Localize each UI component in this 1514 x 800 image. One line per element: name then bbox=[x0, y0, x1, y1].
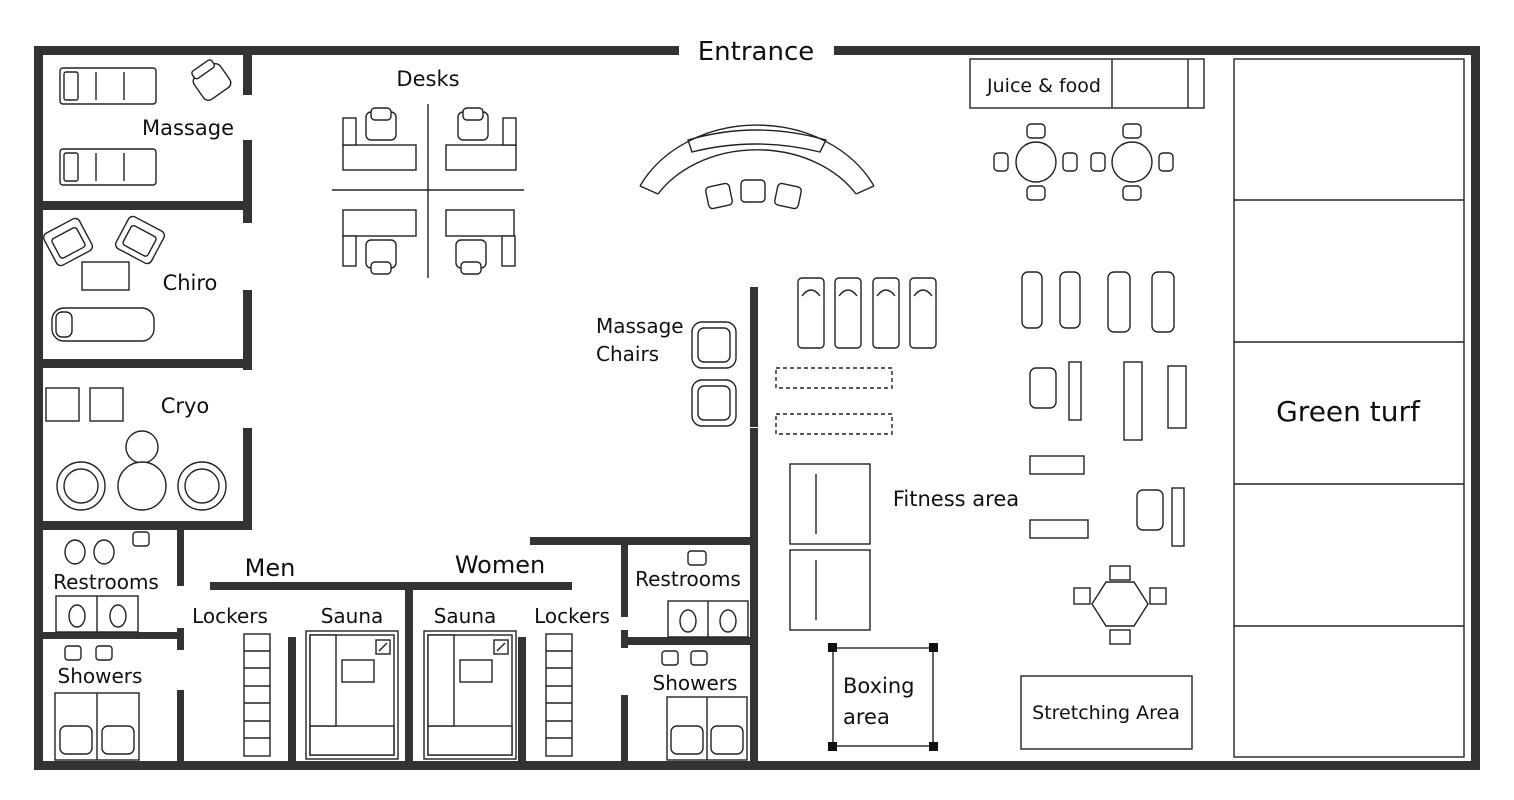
green-turf-label: Green turf bbox=[1276, 395, 1421, 428]
massage-chairs-label-line2: Chairs bbox=[596, 342, 659, 366]
showers-right-label: Showers bbox=[653, 671, 738, 695]
women-label: Women bbox=[455, 551, 545, 579]
massage-room-label: Massage bbox=[142, 116, 234, 140]
treadmill-icon bbox=[797, 277, 937, 349]
massage-chair-icon bbox=[691, 321, 737, 427]
armchair-icon bbox=[114, 215, 166, 265]
fitness-area-label: Fitness area bbox=[893, 487, 1019, 511]
sauna-bench-icon bbox=[423, 630, 517, 760]
toilet-icon bbox=[667, 600, 749, 638]
exercise-bike-icon bbox=[1021, 271, 1175, 333]
showers-left-label: Showers bbox=[58, 664, 143, 688]
desk-icon bbox=[342, 107, 417, 171]
dumbbell-rack-icon bbox=[775, 367, 893, 435]
boxing-label-line2: area bbox=[843, 705, 890, 729]
lockers-women-label: Lockers bbox=[534, 604, 610, 628]
urinal-icon bbox=[64, 539, 115, 565]
green-turf-area bbox=[1233, 58, 1465, 758]
sauna-bench-icon bbox=[305, 630, 399, 760]
locker-icon bbox=[545, 633, 573, 757]
office-chair-icon bbox=[191, 59, 232, 101]
juice-food-label: Juice & food bbox=[986, 75, 1101, 97]
desk-icon bbox=[342, 209, 417, 275]
entrance-label: Entrance bbox=[698, 37, 815, 67]
massage-chairs-label-line1: Massage bbox=[596, 314, 684, 338]
barbell-icon bbox=[789, 463, 871, 631]
cryo-chamber-icon bbox=[45, 387, 227, 511]
restrooms-left-label: Restrooms bbox=[53, 570, 159, 594]
chiro-table-icon bbox=[51, 307, 155, 342]
sauna-men-label: Sauna bbox=[321, 604, 384, 628]
desks-label: Desks bbox=[396, 67, 459, 91]
round-table-icon bbox=[993, 123, 1078, 201]
chiro-room-label: Chiro bbox=[163, 271, 218, 295]
boxing-label-line1: Boxing bbox=[843, 674, 915, 698]
massage-table-icon bbox=[59, 67, 157, 105]
juice-food-counter bbox=[969, 58, 1205, 109]
chiro-side-table-icon bbox=[81, 261, 130, 291]
weight-machine-icon bbox=[1029, 361, 1187, 547]
boxing-ring-icon bbox=[828, 643, 938, 751]
shower-icon bbox=[666, 696, 748, 761]
reception-counter-icon bbox=[639, 124, 875, 210]
armchair-icon bbox=[42, 217, 94, 267]
toilet-icon bbox=[55, 595, 139, 633]
desk-icon bbox=[445, 209, 516, 275]
shower-icon bbox=[54, 692, 140, 761]
stretching-area-box bbox=[1020, 675, 1193, 750]
lockers-men-label: Lockers bbox=[192, 604, 268, 628]
sink-icon bbox=[661, 650, 708, 666]
sink-icon bbox=[132, 531, 150, 547]
restrooms-right-label: Restrooms bbox=[635, 567, 741, 591]
round-table-icon bbox=[1090, 123, 1174, 201]
sink-icon bbox=[64, 645, 113, 661]
sauna-women-label: Sauna bbox=[434, 604, 497, 628]
multi-station-icon bbox=[1073, 565, 1167, 645]
sink-icon bbox=[687, 550, 707, 566]
locker-icon bbox=[243, 633, 271, 757]
stretching-area-label: Stretching Area bbox=[1032, 702, 1180, 724]
cryo-room-label: Cryo bbox=[161, 394, 210, 418]
desks-group bbox=[332, 104, 524, 278]
desk-icon bbox=[445, 107, 517, 171]
weight-bench-icon bbox=[1029, 455, 1089, 539]
walls bbox=[34, 46, 1480, 770]
massage-table-icon bbox=[59, 148, 157, 186]
men-label: Men bbox=[245, 554, 296, 582]
